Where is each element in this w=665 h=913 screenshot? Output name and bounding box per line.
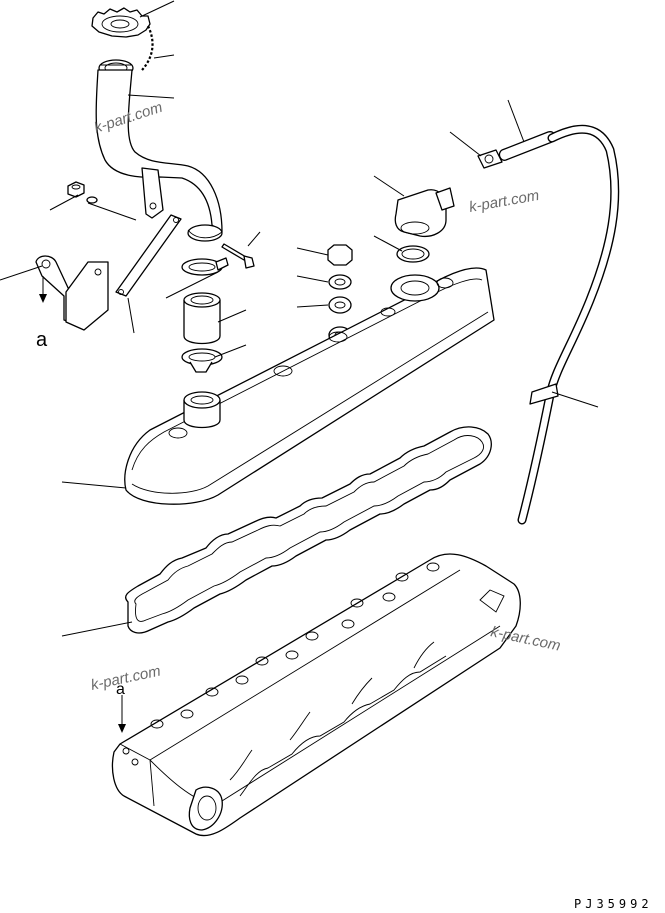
- cylinder-head: [111, 553, 521, 837]
- mounting-bracket: [35, 255, 109, 331]
- seal-washer-1: [328, 274, 352, 290]
- hose: [183, 292, 221, 345]
- washer: [86, 196, 98, 204]
- o-ring: [396, 245, 430, 263]
- tube-clip: [529, 383, 559, 405]
- breather-elbow: [394, 187, 455, 238]
- breather-tube: [498, 124, 620, 525]
- cap-chain: [141, 25, 154, 71]
- bolt: [221, 243, 255, 269]
- watermark-4: k-part.com: [89, 663, 162, 694]
- view-label-bracket: a: [36, 329, 48, 351]
- head-cover-gasket: [124, 426, 492, 634]
- head-bolt-holes: [150, 562, 440, 729]
- cover-bolt: [327, 244, 353, 266]
- hose-clamp-upper: [181, 257, 229, 276]
- view-label-head: a: [116, 681, 125, 698]
- drawing-code: PJ35992: [574, 897, 653, 911]
- leader-lines: [0, 0, 599, 637]
- cylinder-head-cover: [124, 267, 495, 505]
- hose-clamp-lower: [181, 348, 223, 373]
- view-arrow-bracket: [39, 276, 47, 303]
- watermark-3: k-part.com: [489, 623, 562, 654]
- pipe-bracket: [141, 167, 164, 219]
- oil-filler-cap: [91, 7, 151, 38]
- oil-filler-pipe: [95, 59, 223, 242]
- nut: [67, 181, 85, 198]
- watermark-2: k-part.com: [468, 187, 541, 216]
- seal-washer-2: [328, 296, 352, 314]
- view-arrow-head: [118, 695, 126, 733]
- hose-clip: [477, 149, 503, 169]
- support-rod: [115, 214, 182, 297]
